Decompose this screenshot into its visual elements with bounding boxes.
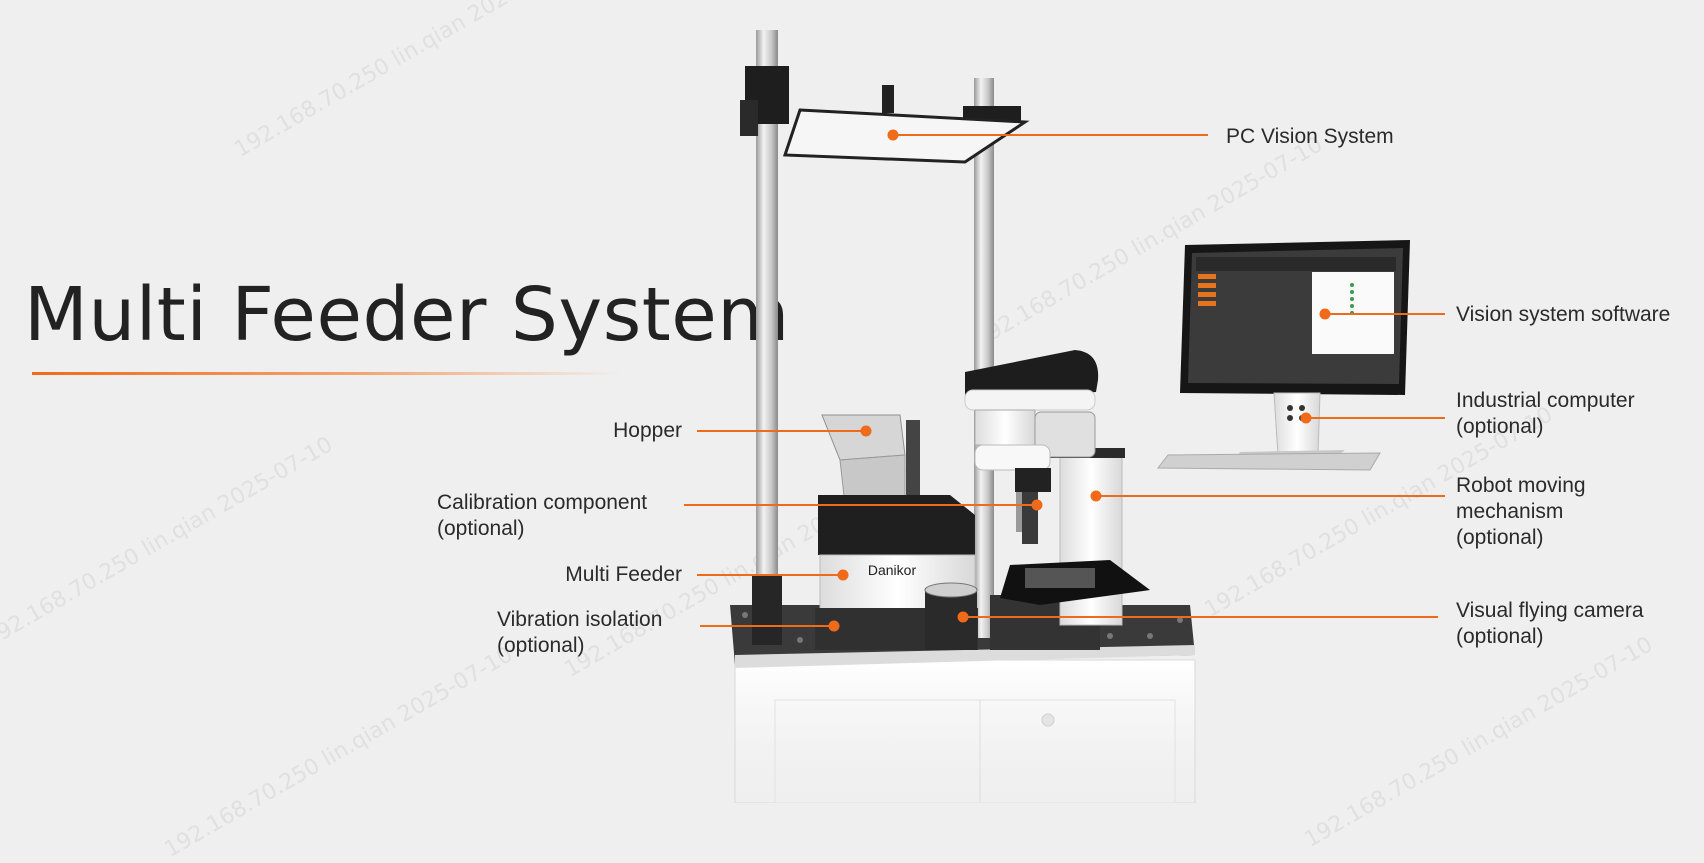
leader-dot bbox=[1031, 499, 1043, 511]
leader-dot bbox=[887, 129, 899, 141]
label-industrial-computer: Industrial computer (optional) bbox=[1456, 389, 1635, 438]
cabinet bbox=[734, 659, 1196, 803]
label-calibration-component: Calibration component (optional) bbox=[437, 491, 648, 540]
label-multi-feeder: Multi Feeder bbox=[565, 563, 682, 586]
leader-dot bbox=[1090, 490, 1102, 502]
leader-dot bbox=[1319, 308, 1331, 320]
frame-poles bbox=[740, 30, 1021, 645]
leader-dot bbox=[957, 611, 969, 623]
title-underline bbox=[32, 372, 622, 375]
label-vision-system-software: Vision system software bbox=[1456, 303, 1671, 326]
brand-label: Danikor bbox=[868, 562, 917, 578]
leader-dot bbox=[1300, 412, 1312, 424]
leader-dot bbox=[860, 425, 872, 437]
monitor bbox=[1156, 240, 1410, 471]
label-visual-flying-camera: Visual flying camera (optional) bbox=[1456, 599, 1644, 648]
machine-illustration: Danikor bbox=[684, 30, 1445, 803]
scara-robot bbox=[964, 350, 1150, 626]
page-title: Multi Feeder System bbox=[24, 272, 790, 358]
callout-leaders bbox=[684, 129, 1445, 632]
label-hopper: Hopper bbox=[613, 419, 682, 442]
hopper-unit bbox=[821, 414, 920, 506]
label-pc-vision-system: PC Vision System bbox=[1226, 125, 1394, 148]
leader-dot bbox=[837, 569, 849, 581]
label-robot-moving-mechanism: Robot moving mechanism (optional) bbox=[1456, 474, 1586, 549]
leader-dot bbox=[828, 620, 840, 632]
label-vibration-isolation: Vibration isolation (optional) bbox=[497, 608, 663, 657]
